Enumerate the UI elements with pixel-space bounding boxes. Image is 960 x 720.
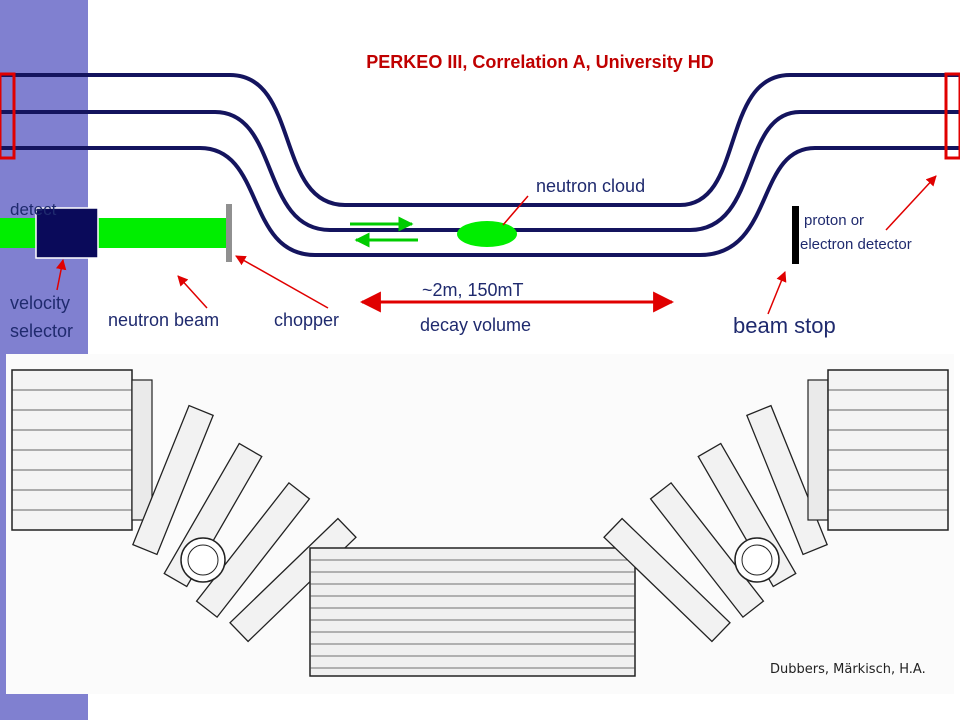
neutron-cloud-shape	[457, 221, 517, 247]
left-detector-frame	[0, 72, 16, 160]
velocity-label: velocity	[10, 293, 71, 313]
field-spec-label: ~2m, 150mT	[422, 280, 524, 300]
decay-volume-label: decay volume	[420, 315, 532, 335]
beam-stop-plate	[792, 206, 799, 264]
detector-left-label: detect	[10, 200, 57, 219]
neutron-beam-bar	[0, 218, 228, 248]
perkeo-technical-drawing	[6, 354, 954, 694]
velocity-selector-block	[35, 207, 99, 259]
beam-stop-label: beam stop	[733, 313, 836, 338]
diagram-title: PERKEO III, Correlation A, University HD	[366, 52, 714, 72]
chopper-plate	[226, 204, 232, 262]
neutron-cloud-label: neutron cloud	[536, 176, 646, 196]
selector-label: selector	[10, 321, 74, 341]
credit-text: Dubbers, Märkisch, H.A.	[770, 662, 926, 677]
right-detector-frame	[944, 72, 960, 160]
pointer-arrows	[55, 175, 937, 315]
chopper-label: chopper	[274, 310, 340, 330]
electron-detector-label: electron detector	[800, 236, 912, 253]
neutron-beam-label: neutron beam	[108, 310, 220, 330]
proton-or-label: proton or	[804, 212, 865, 229]
